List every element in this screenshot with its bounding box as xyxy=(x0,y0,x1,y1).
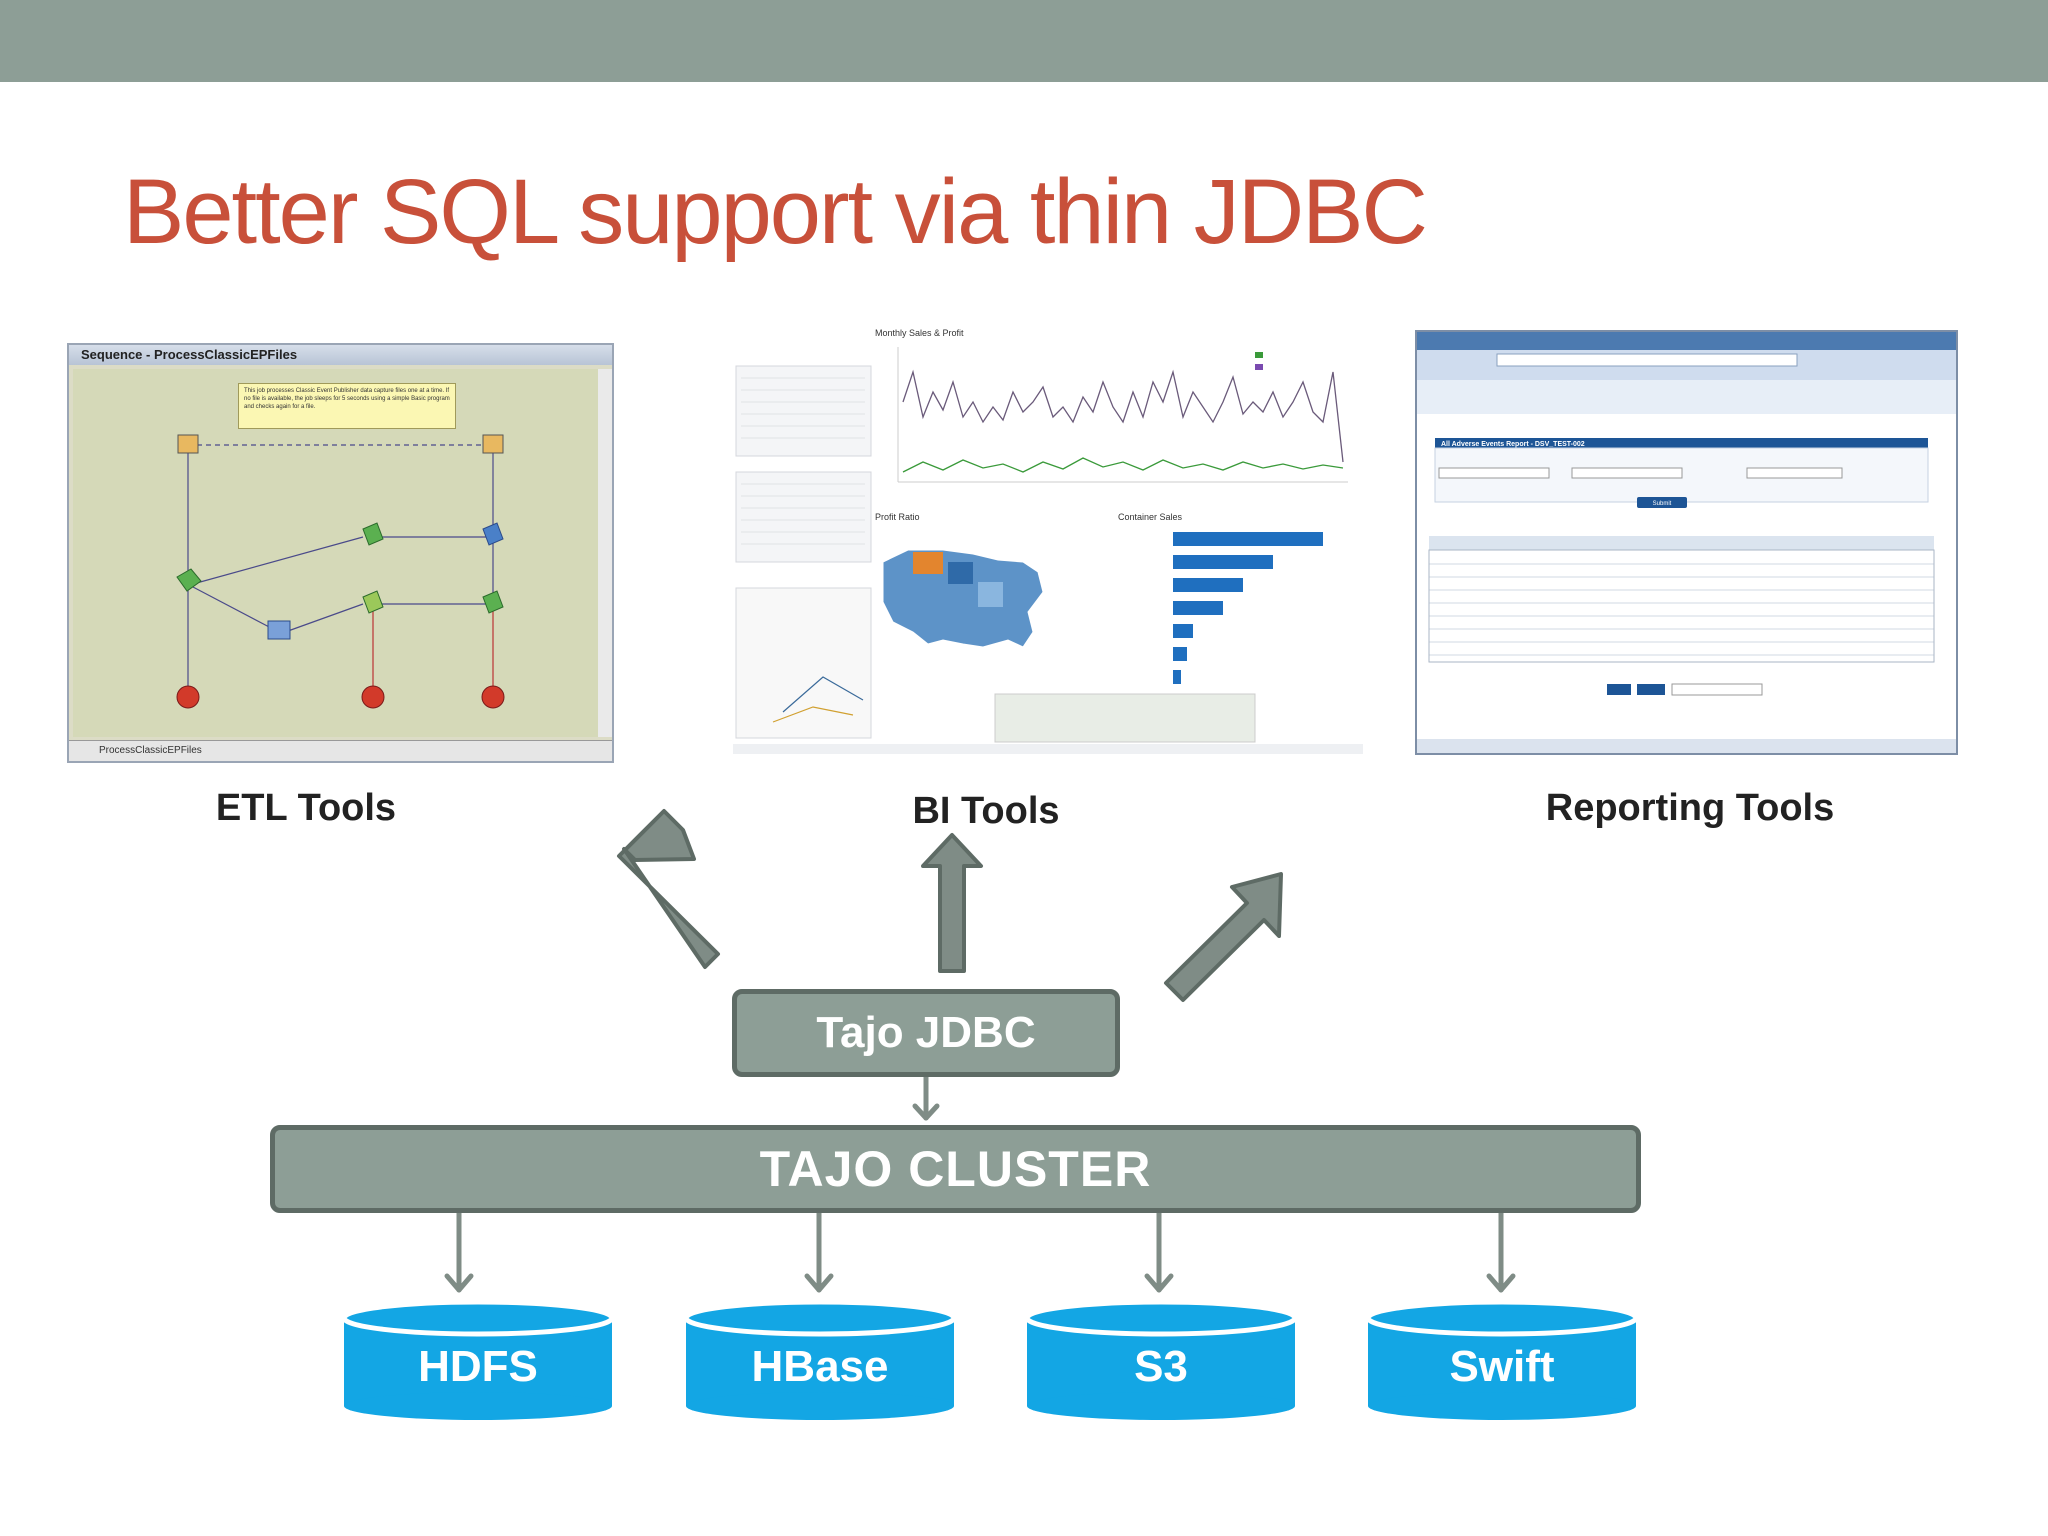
tajo-jdbc-label: Tajo JDBC xyxy=(816,1008,1036,1057)
etl-job-note: This job processes Classic Event Publish… xyxy=(238,383,456,429)
arrow-to-etl-tools xyxy=(617,809,720,969)
etl-tools-caption: ETL Tools xyxy=(215,787,397,829)
hbase-label: HBase xyxy=(751,1342,889,1391)
etl-job-canvas: This job processes Classic Event Publish… xyxy=(73,369,598,737)
s3-label: S3 xyxy=(1134,1342,1188,1391)
report-browser-window: All Adverse Events Report - DSV_TEST-002… xyxy=(1417,332,1956,753)
bi-sales-line xyxy=(902,369,1344,463)
tajo-cluster-box: TAJO CLUSTER xyxy=(270,1125,1641,1213)
bi-us-map xyxy=(882,549,1044,648)
etl-footer-tab[interactable]: ProcessClassicEPFiles xyxy=(69,740,612,761)
report-print-button xyxy=(1607,684,1631,695)
bi-tools-caption: BI Tools xyxy=(912,790,1060,832)
swift-label: Swift xyxy=(1449,1342,1555,1391)
reporting-tools-caption: Reporting Tools xyxy=(1545,787,1835,829)
bi-line-chart-title: Monthly Sales & Profit xyxy=(875,328,964,338)
tajo-cluster-label: TAJO CLUSTER xyxy=(759,1141,1152,1197)
bi-profit-line xyxy=(902,457,1344,473)
reporting-tool-screenshot: All Adverse Events Report - DSV_TEST-002… xyxy=(1415,330,1958,755)
report-submit-button xyxy=(1637,497,1687,508)
arrow-to-reporting-tools xyxy=(1164,872,1283,1002)
etl-stage-icons xyxy=(176,434,505,709)
slide-title: Better SQL support via thin JDBC xyxy=(123,161,1428,263)
bi-left-tables xyxy=(735,365,872,739)
top-banner xyxy=(0,0,2048,82)
report-form-title: All Adverse Events Report - DSV_TEST-002 xyxy=(1441,441,1585,448)
arrow-to-bi-tools xyxy=(921,833,983,973)
bi-tool-screenshot: Monthly Sales & Profit Profit Ratio Cont… xyxy=(733,322,1363,754)
bi-dashboard: Monthly Sales & Profit Profit Ratio Cont… xyxy=(733,322,1363,754)
bi-bar-chart-title: Container Sales xyxy=(1118,512,1183,522)
bi-map-title: Profit Ratio xyxy=(875,512,920,522)
etl-job-flow xyxy=(176,434,505,709)
tajo-jdbc-box: Tajo JDBC xyxy=(732,989,1120,1077)
report-email-button xyxy=(1637,684,1665,695)
bi-container-bars xyxy=(1173,532,1323,684)
hdfs-label: HDFS xyxy=(418,1342,538,1391)
svg-text:Submit: Submit xyxy=(1653,501,1672,507)
etl-vertical-scrollbar[interactable] xyxy=(598,369,612,737)
etl-tool-screenshot: Sequence - ProcessClassicEPFiles This jo… xyxy=(67,343,614,763)
etl-window-title: Sequence - ProcessClassicEPFiles xyxy=(69,345,612,365)
